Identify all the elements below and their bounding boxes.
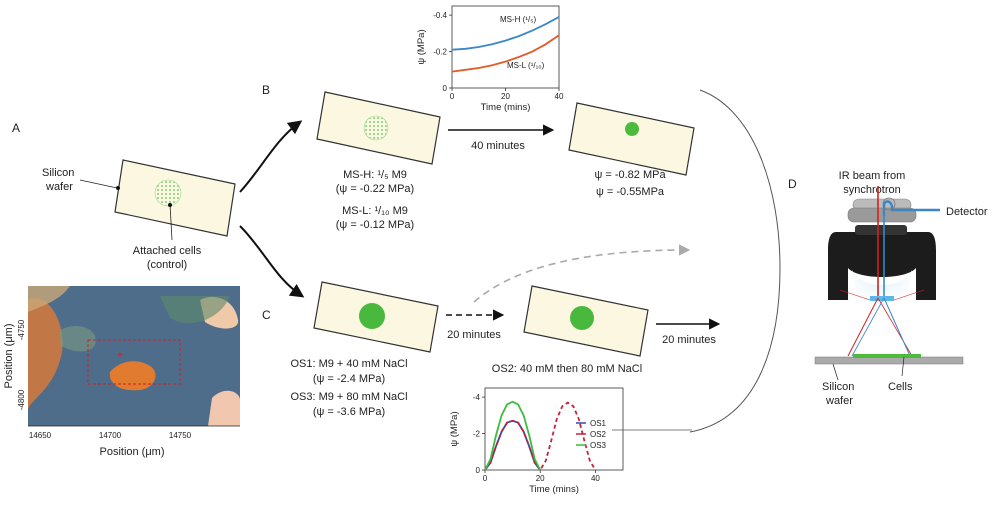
arrow-a-to-b — [239, 120, 303, 193]
chart-b-xtick-label: 40 — [555, 92, 564, 101]
panel-label-d: D — [788, 177, 797, 191]
chart-b-ytick-label: -0.2 — [433, 48, 447, 57]
map-xtick-2: 14750 — [169, 431, 192, 440]
os2-label: OS2: 40 mM then 80 mM NaCl — [492, 363, 642, 375]
map-xlabel: Position (μm) — [99, 446, 164, 458]
cells-label: Attached cells — [133, 245, 202, 257]
chart-c-xlabel: Time (mins) — [529, 484, 579, 495]
d-wafer-label: Silicon — [822, 381, 854, 393]
wafer-c-start — [313, 281, 439, 353]
bracket — [689, 89, 781, 433]
control-wafer — [114, 159, 236, 237]
d-cells-label: Cells — [888, 381, 913, 393]
chart-b-series-1 — [451, 34, 560, 73]
beam-label-2: synchrotron — [843, 184, 900, 196]
microscope — [828, 198, 936, 305]
arrow-a-to-c — [239, 225, 305, 298]
d-cells-pointer — [901, 356, 905, 377]
msl-label: MS-L: ¹/₁₀ M9 — [342, 205, 408, 217]
ir-beam — [839, 186, 940, 357]
beam-label: IR beam from — [839, 170, 906, 182]
cells-pointer-dot — [168, 203, 172, 207]
wafer-b-end — [568, 102, 695, 176]
chart-b-series-0 — [451, 16, 560, 51]
b-arrow-label: 40 minutes — [471, 140, 525, 152]
os3-label: OS3: M9 + 80 mM NaCl — [290, 391, 407, 403]
msl-psi: (ψ = -0.12 MPa) — [336, 219, 414, 231]
detector-label: Detector — [946, 206, 988, 218]
chart-c-legend-os1: OS1 — [590, 419, 607, 428]
chart-c-xtick-label: 0 — [483, 474, 488, 483]
c-arrow1-label: 20 minutes — [447, 329, 501, 341]
map-ytick-1: -4800 — [17, 389, 26, 410]
svg-text:+: + — [117, 350, 123, 361]
os1-label: OS1: M9 + 40 mM NaCl — [290, 358, 407, 370]
chart-c-ytick-label: -4 — [473, 393, 481, 402]
ir-map: + — [28, 286, 240, 426]
chart-c-legend: OS1 OS2 OS3 — [576, 419, 607, 450]
chart-c-ytick-label: -2 — [473, 430, 481, 439]
wafer-label-2: wafer — [45, 181, 73, 193]
b-result-1: ψ = -0.82 MPa — [594, 169, 666, 181]
chart-c-legend-os2: OS2 — [590, 430, 607, 439]
wafer-pointer — [79, 179, 118, 189]
chart-b-ytick-label: 0 — [443, 84, 448, 93]
chart-c-series-2 — [484, 400, 542, 471]
chart-b-legend-msl: MS-L (¹/₁₀) — [507, 61, 545, 70]
map-xtick-1: 14700 — [99, 431, 122, 440]
cells-label-2: (control) — [147, 259, 187, 271]
chart-c-ytick-label: 0 — [476, 466, 481, 475]
wafer-pointer-dot — [116, 186, 120, 190]
chart-b-xtick-label: 0 — [450, 92, 455, 101]
msh-label: MS-H: ¹/₅ M9 — [343, 169, 407, 181]
panel-label-b: B — [262, 83, 270, 97]
chart-b-ytick-label: -0.4 — [433, 11, 447, 20]
chart-c-series-1 — [484, 401, 597, 472]
chart-b-ylabel: ψ (MPa) — [416, 29, 427, 64]
map-xtick-0: 14650 — [29, 431, 52, 440]
panel-label-a: A — [12, 121, 20, 135]
chart-c-legend-os3: OS3 — [590, 441, 607, 450]
os1-psi: (ψ = -2.4 MPa) — [313, 373, 385, 385]
wafer-label: Silicon — [42, 167, 74, 179]
stage-wafer — [814, 354, 964, 365]
chart-c-xtick-label: 40 — [591, 474, 600, 483]
cells-pointer — [169, 203, 173, 241]
map-ylabel: Position (μm) — [3, 323, 15, 388]
panel-label-c: C — [262, 308, 271, 322]
os3-psi: (ψ = -3.6 MPa) — [313, 406, 385, 418]
chart-c-frame — [484, 387, 624, 471]
arrow-c-grey — [473, 244, 691, 303]
wafer-c-mid — [523, 285, 649, 357]
map-ytick-0: -4750 — [17, 319, 26, 340]
b-result-2: ψ = -0.55MPa — [596, 186, 665, 198]
c-arrow2-label: 20 minutes — [662, 334, 716, 346]
d-wafer-label-2: wafer — [825, 395, 853, 407]
chart-c-xtick-label: 20 — [536, 474, 545, 483]
msh-psi: (ψ = -0.22 MPa) — [336, 183, 414, 195]
chart-b-xlabel: Time (mins) — [481, 102, 531, 113]
chart-b-legend-msh: MS-H (¹/₅) — [500, 15, 536, 24]
d-wafer-pointer — [832, 363, 839, 381]
wafer-b-start — [316, 91, 441, 165]
chart-c-ylabel: ψ (MPa) — [449, 411, 460, 446]
chart-b-xtick-label: 20 — [501, 92, 510, 101]
